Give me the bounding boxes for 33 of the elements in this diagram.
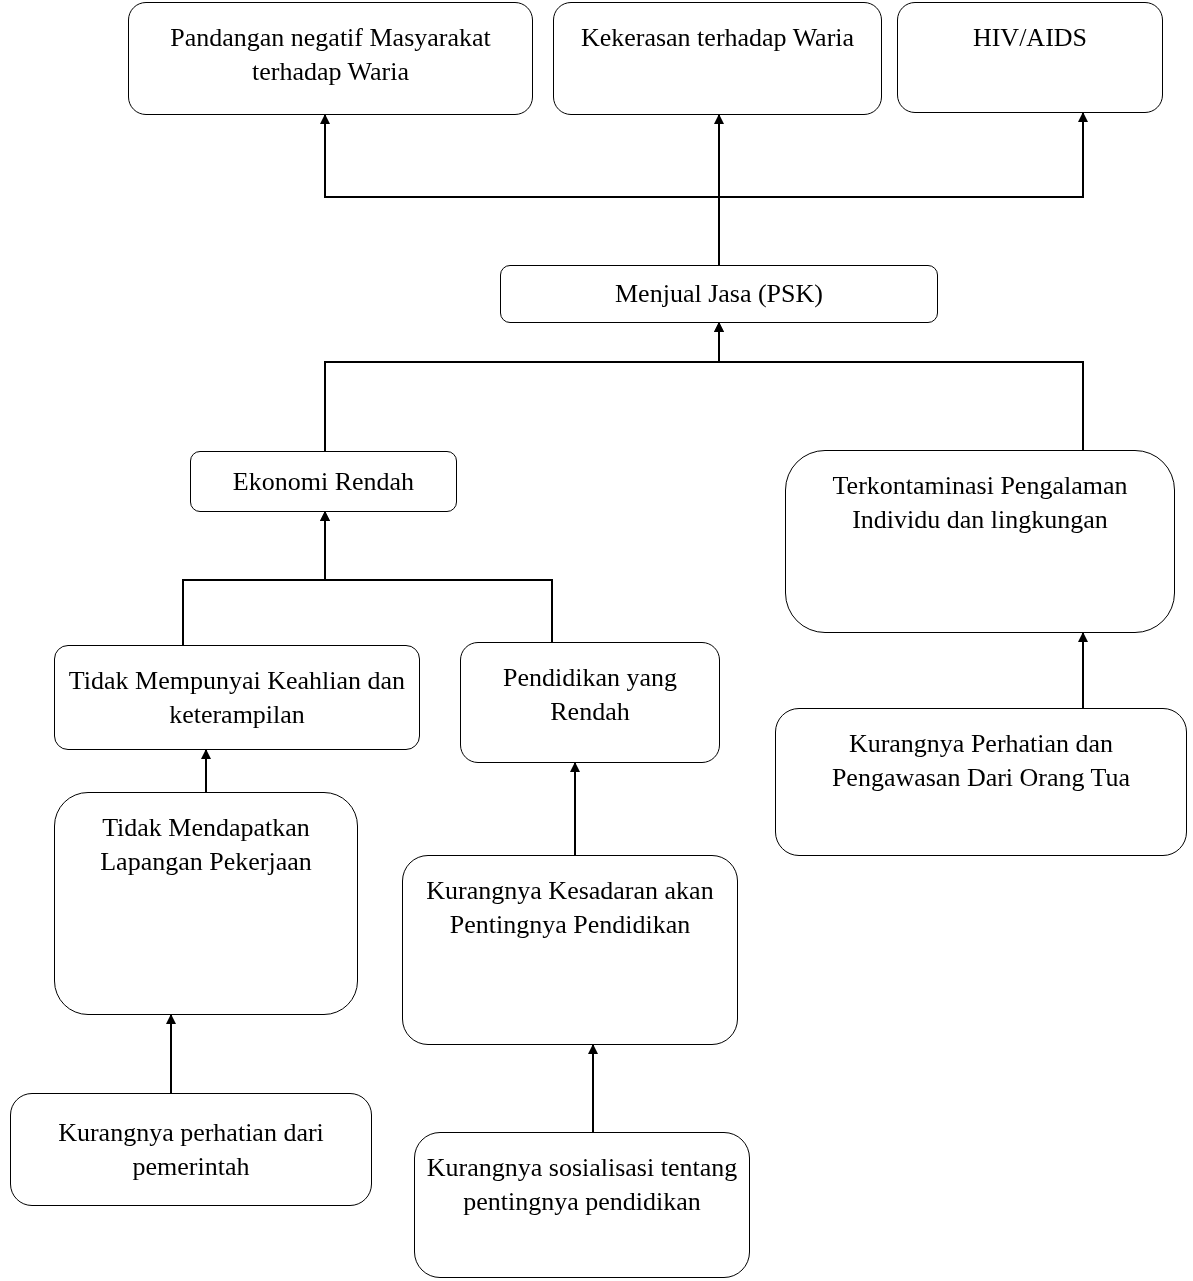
box-text: Ekonomi Rendah (232, 465, 415, 498)
box-text: Tidak Mendapatkan Lapangan Pekerjaan (99, 812, 313, 878)
box-text: Kurangnya Kesadaran akan Pentingnya Pendidikan (425, 875, 715, 941)
box-text: HIV/AIDS (972, 22, 1088, 54)
box-text: Pendidikan yang Rendah (502, 662, 678, 728)
process-box (54, 645, 420, 750)
arrow (570, 762, 580, 856)
box-text: Menjual Jasa (PSK) (615, 278, 823, 310)
process-box (190, 451, 457, 512)
process-box (500, 265, 938, 323)
process-box (897, 2, 1163, 113)
box-text: Kurangnya Perhatian dan Pengawasan Dari Orang Tua (830, 728, 1132, 794)
process-box (402, 855, 738, 1045)
box-text: Kurangnya sosialisasi tentang pentingnya pendidikan (425, 1152, 739, 1218)
arrow (1078, 632, 1088, 709)
process-box (10, 1093, 372, 1206)
process-box (54, 792, 358, 1015)
box-text: Terkontaminasi Pengalaman Individu dan lingkungan (831, 470, 1129, 536)
box-text: Kekerasan terhadap Waria (580, 22, 855, 54)
process-box (785, 450, 1175, 633)
process-box (460, 642, 720, 763)
arrow (320, 511, 553, 643)
arrow (166, 1014, 176, 1094)
arrow (714, 322, 1084, 451)
arrow (201, 749, 211, 793)
box-text: Tidak Mempunyai Keahlian dan keterampilan (67, 664, 407, 731)
process-box (128, 2, 533, 115)
arrow (588, 1044, 598, 1133)
process-box (553, 2, 882, 115)
process-box (775, 708, 1187, 856)
box-text: Pandangan negatif Masyarakat terhadap Waria (169, 22, 492, 88)
process-box (414, 1132, 750, 1278)
box-text: Kurangnya perhatian dari pemerintah (57, 1116, 325, 1183)
